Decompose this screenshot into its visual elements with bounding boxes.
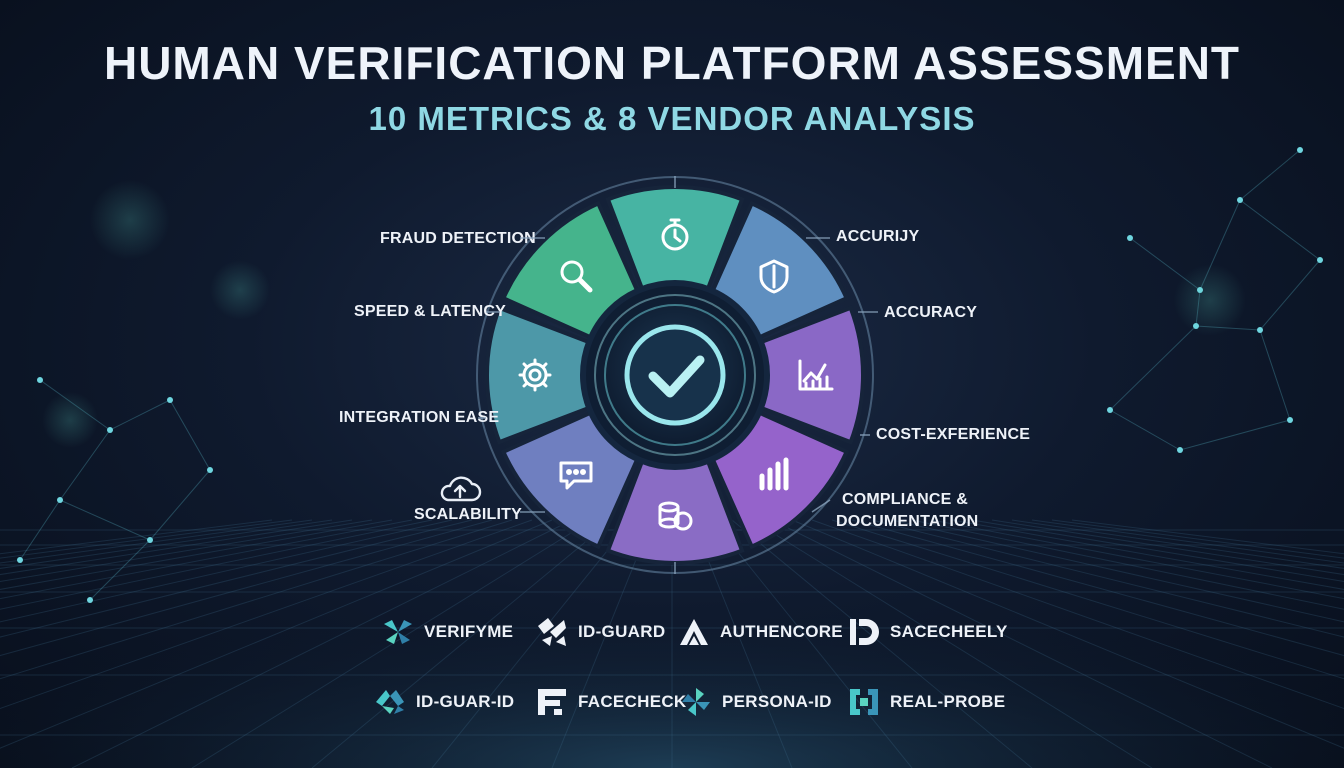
magnifier-icon: [560, 260, 593, 293]
vendor-facecheck: FACECHECK: [534, 684, 687, 720]
vendor-real-probe: REAL-PROBE: [846, 684, 1005, 720]
vendor-name: REAL-PROBE: [890, 692, 1006, 711]
persona-id-logo-icon: [682, 688, 710, 716]
metric-cost-experience: COST-EXFERIENCE: [876, 426, 1031, 443]
vendor-name: VERIFYME: [424, 622, 514, 641]
sacecheely-logo-icon: [850, 619, 879, 645]
verifyme-logo-icon: [384, 620, 412, 644]
vendor-name: ID-GUARD: [578, 622, 666, 641]
facecheck-logo-icon: [538, 689, 566, 715]
vendor-sacecheely: SACECHEELY: [846, 614, 1008, 650]
metric-speed-latency: SPEED & LATENCY: [354, 303, 507, 320]
cloud-upload-icon: [440, 476, 482, 502]
vendor-id-guar-id: ID-GUAR-ID: [372, 684, 514, 720]
vendor-name: AUTHENCORE: [720, 622, 843, 641]
vendor-name: ID-GUAR-ID: [416, 692, 515, 711]
page-subtitle: 10 METRICS & 8 VENDOR ANALYSIS: [368, 100, 976, 137]
id-guar-id-logo-icon: [376, 690, 404, 714]
metric-accuracy: ACCURACY: [884, 304, 978, 321]
stopwatch-icon: [661, 218, 689, 251]
check-mark-icon: [648, 355, 705, 398]
vendor-name: FACECHECK: [578, 692, 687, 711]
chat-bubble-icon: [559, 461, 593, 490]
coins-icon: [658, 501, 693, 531]
vendor-authencore: AUTHENCORE: [676, 614, 843, 650]
vendor-id-guard: ID-GUARD: [534, 614, 665, 650]
bar-chart-icon: [759, 457, 789, 491]
vendor-name: PERSONA-ID: [722, 692, 832, 711]
metric-integration-ease: INTEGRATION EASE: [339, 409, 500, 426]
metric-accurity: ACCURIJY: [836, 228, 920, 245]
line-chart-icon: [798, 359, 834, 391]
vendor-name: SACECHEELY: [890, 622, 1008, 641]
authencore-logo-icon: [680, 619, 708, 645]
id-guard-logo-icon: [538, 618, 566, 646]
shield-icon: [759, 259, 789, 294]
gear-icon: [518, 358, 552, 392]
metrics-wheel: [476, 176, 874, 574]
page-title: HUMAN VERIFICATION PLATFORM ASSESSMENT: [103, 37, 1241, 89]
metric-compliance-documentation: COMPLIANCE & DOCUMENTATION: [836, 491, 979, 530]
metric-scalability: SCALABILITY: [414, 506, 522, 523]
vendor-verifyme: VERIFYME: [380, 614, 513, 650]
vendor-persona-id: PERSONA-ID: [678, 684, 832, 720]
real-probe-logo-icon: [850, 689, 878, 715]
metric-fraud-detection: FRAUD DETECTION: [380, 230, 536, 247]
